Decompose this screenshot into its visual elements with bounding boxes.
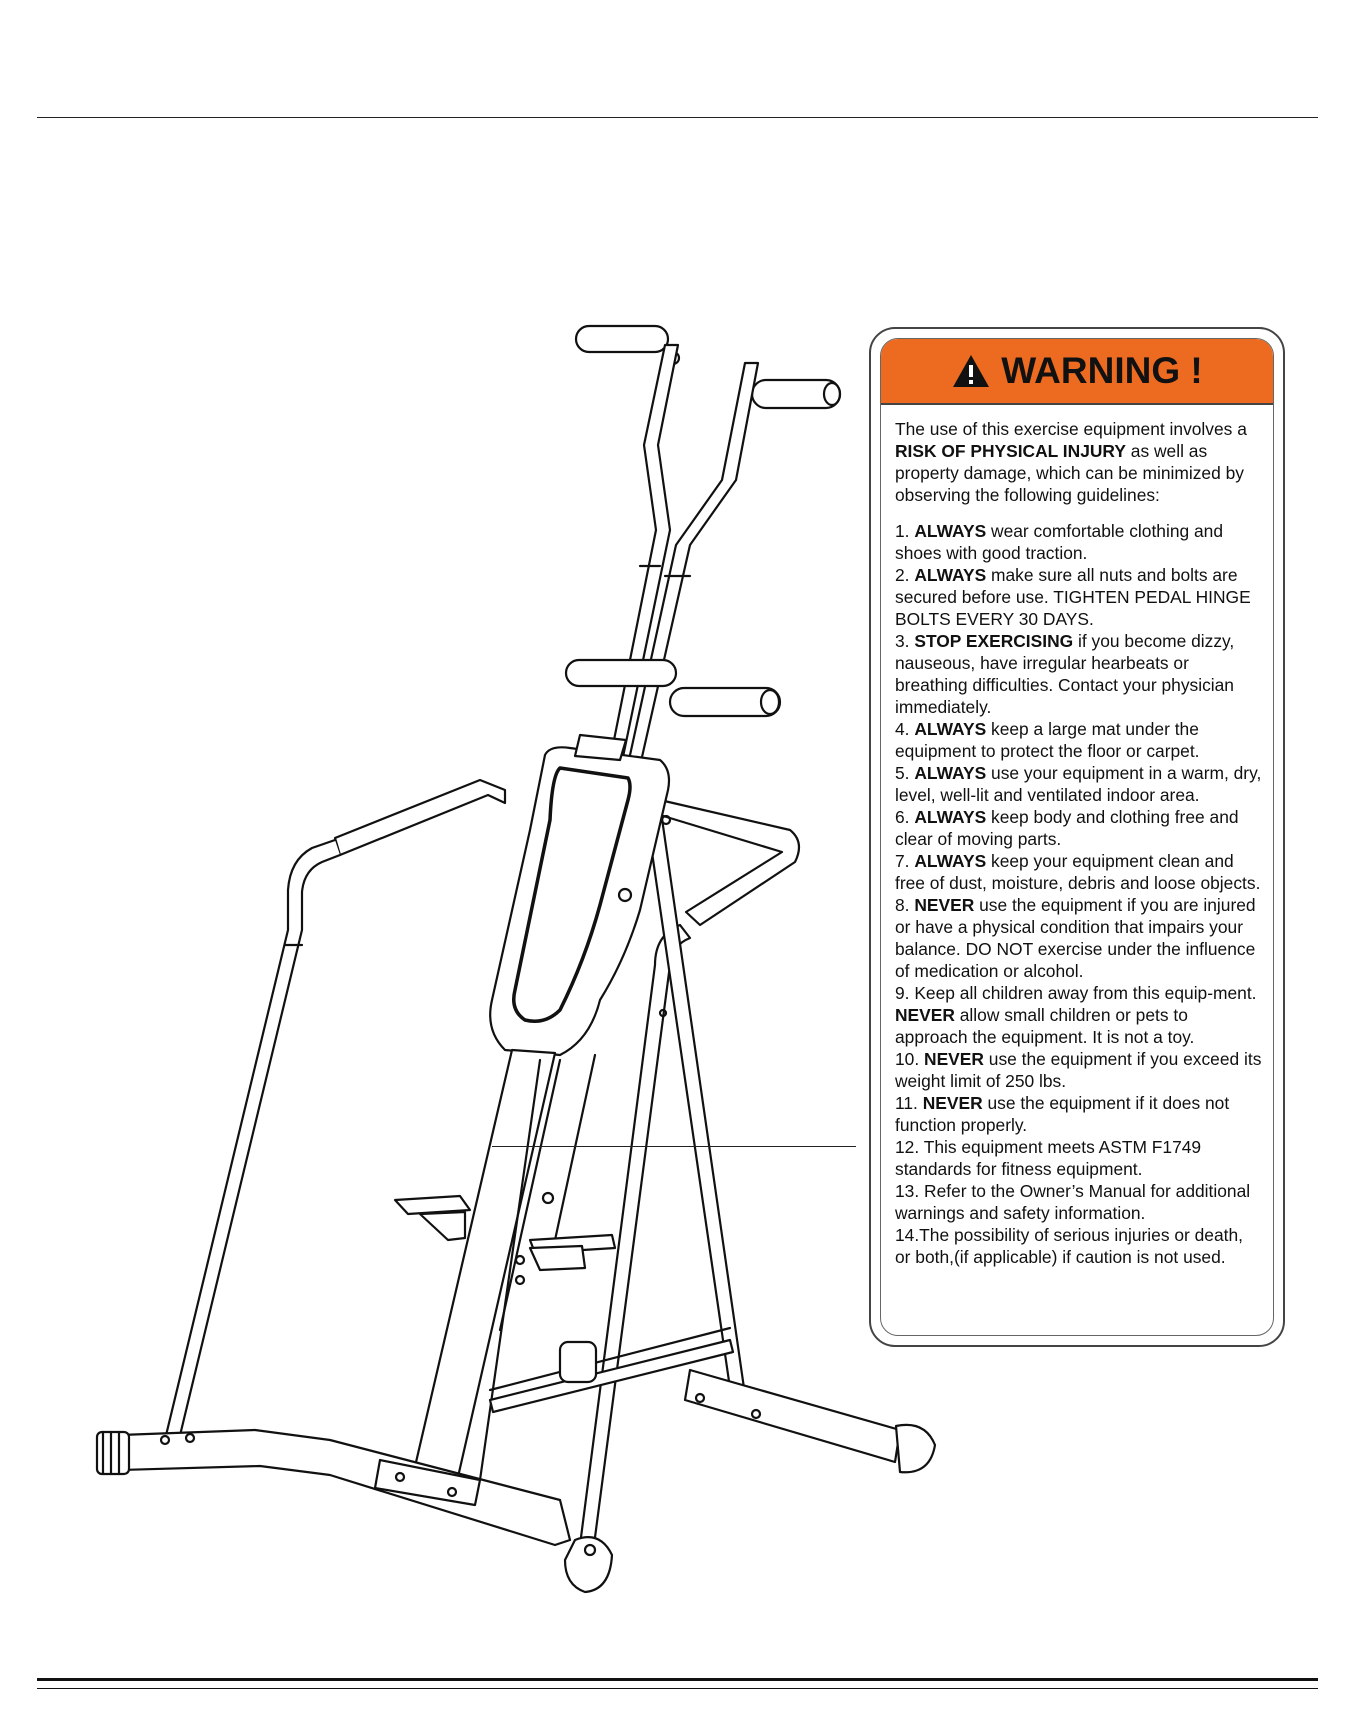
top-rule (37, 117, 1318, 118)
guideline-item: 5. ALWAYS use your equipment in a warm, … (895, 763, 1262, 805)
intro-bold: RISK OF PHYSICAL INJURY (895, 441, 1126, 461)
guideline-item: 6. ALWAYS keep body and clothing free an… (895, 807, 1239, 849)
guideline-item: 4. ALWAYS keep a large mat under the equ… (895, 719, 1200, 761)
guideline-item: 12. This equipment meets ASTM F1749 stan… (895, 1137, 1202, 1179)
guideline-item: 7. ALWAYS keep your equipment clean and … (895, 851, 1261, 893)
warning-triangle-icon (953, 355, 990, 387)
intro-text: The use of this exercise equipment invol… (895, 419, 1247, 439)
intro-text-end: as well as property damage, which can be… (895, 441, 1244, 505)
guideline-item: 10. NEVER use the equipment if you excee… (895, 1049, 1262, 1091)
guideline-item: 11. NEVER use the equipment if it does n… (895, 1093, 1230, 1135)
guideline-item: 9. Keep all children away from this equi… (895, 983, 1257, 1047)
warning-label-inner: WARNING ! The use of this exercise equip… (880, 338, 1274, 1336)
guideline-item: 14.The possibility of serious injuries o… (895, 1225, 1243, 1267)
stair-climber-illustration (95, 324, 937, 1594)
guideline-item: 1. ALWAYS wear comfortable clothing and … (895, 521, 1224, 563)
guideline-item: 2. ALWAYS make sure all nuts and bolts a… (895, 565, 1251, 629)
warning-label: WARNING ! The use of this exercise equip… (869, 327, 1285, 1347)
warning-header: WARNING ! (881, 339, 1273, 405)
guideline-item: 8. NEVER use the equipment if you are in… (895, 895, 1256, 981)
bottom-rule-thick (37, 1678, 1318, 1681)
warning-body: The use of this exercise equipment invol… (881, 405, 1273, 1268)
guideline-item: 3. STOP EXERCISING if you become dizzy, … (895, 631, 1235, 717)
bottom-rule-thin (37, 1688, 1318, 1689)
warning-title: WARNING ! (1001, 350, 1203, 391)
guideline-item: 13. Refer to the Owner’s Manual for addi… (895, 1181, 1251, 1223)
callout-line (492, 1146, 856, 1147)
warning-intro: The use of this exercise equipment invol… (895, 418, 1263, 506)
